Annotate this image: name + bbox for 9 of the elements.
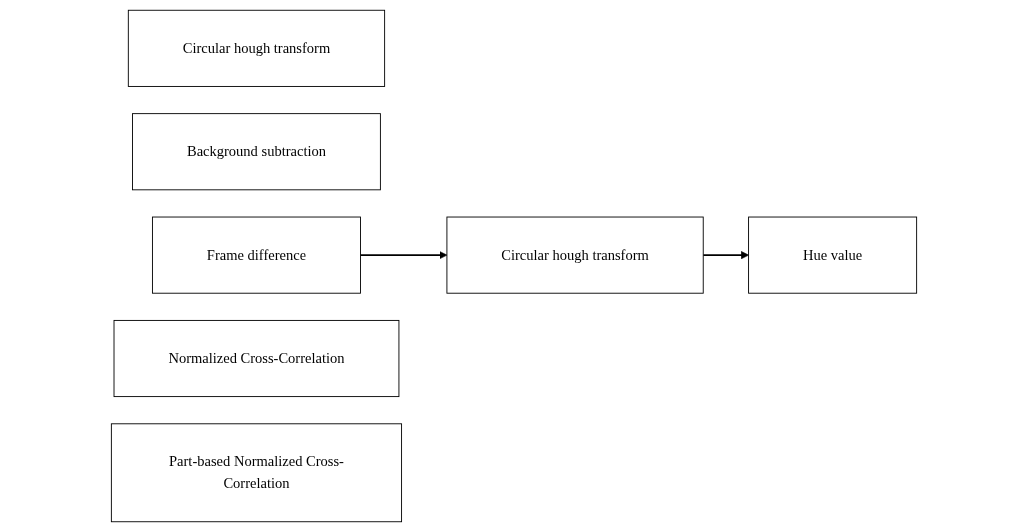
arrow <box>359 251 448 260</box>
node-box: Hue value <box>748 216 918 294</box>
node-box: Background subtraction <box>132 113 381 191</box>
node-box: Frame difference <box>152 216 361 294</box>
node-box: Circular hough transform <box>446 216 704 294</box>
node-box: Circular hough transform <box>127 9 386 87</box>
node-box: Part-based Normalized Cross-Correlation <box>110 423 403 523</box>
arrow <box>702 251 749 260</box>
node-box: Normalized Cross-Correlation <box>113 319 400 398</box>
